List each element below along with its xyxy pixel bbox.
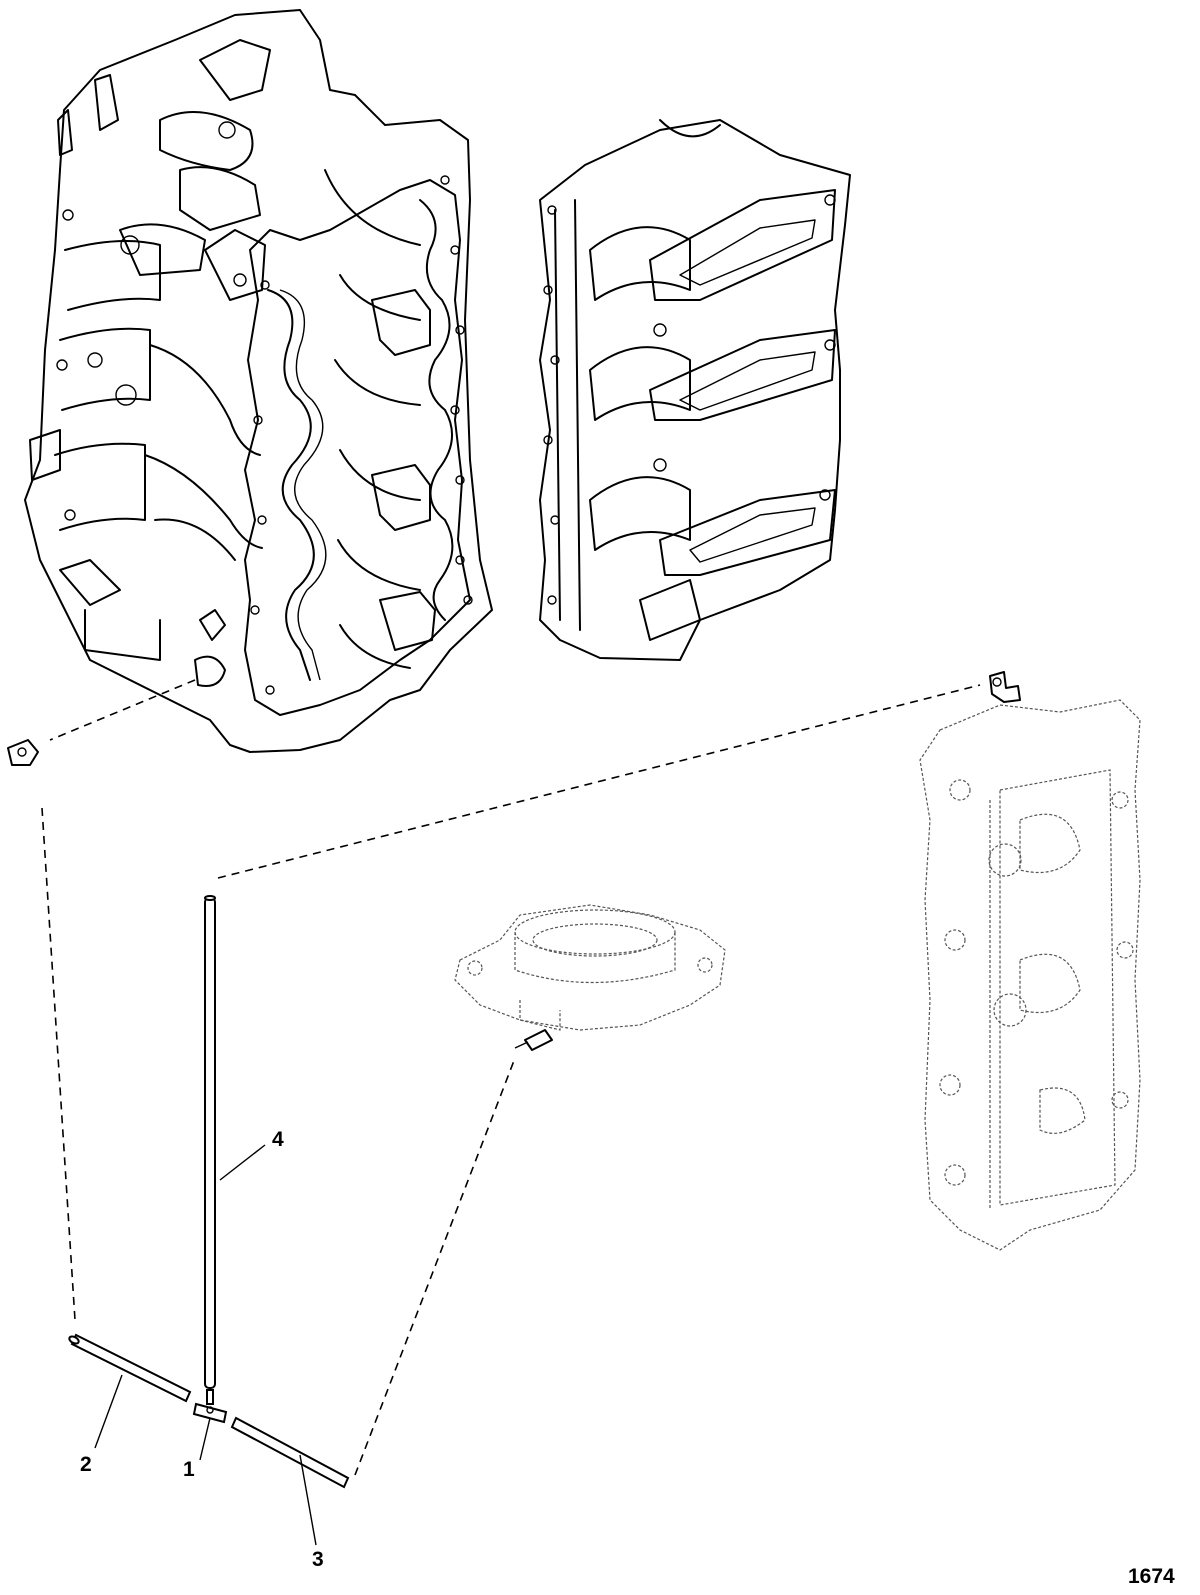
short-hose-left: [68, 1333, 192, 1403]
elbow-fitting: [989, 671, 1021, 703]
short-hose-right: [230, 1416, 350, 1489]
crankcase-cover: [539, 119, 851, 661]
figure-number: 1674: [1128, 1565, 1175, 1588]
callout-4: 4: [272, 1128, 284, 1151]
exhaust-cover-ghost: [919, 699, 1141, 1251]
plug-fitting: [7, 739, 39, 766]
cylinder-block: [24, 9, 493, 753]
tee-fitting: [192, 1389, 228, 1424]
long-hose: [204, 895, 216, 1389]
callout-1: 1: [183, 1458, 195, 1481]
adapter-plate-ghost: [454, 904, 726, 1051]
callout-3: 3: [312, 1548, 324, 1571]
callout-2: 2: [80, 1453, 92, 1476]
routing-lines: [41, 679, 981, 1476]
leader-lines: [94, 1144, 317, 1546]
